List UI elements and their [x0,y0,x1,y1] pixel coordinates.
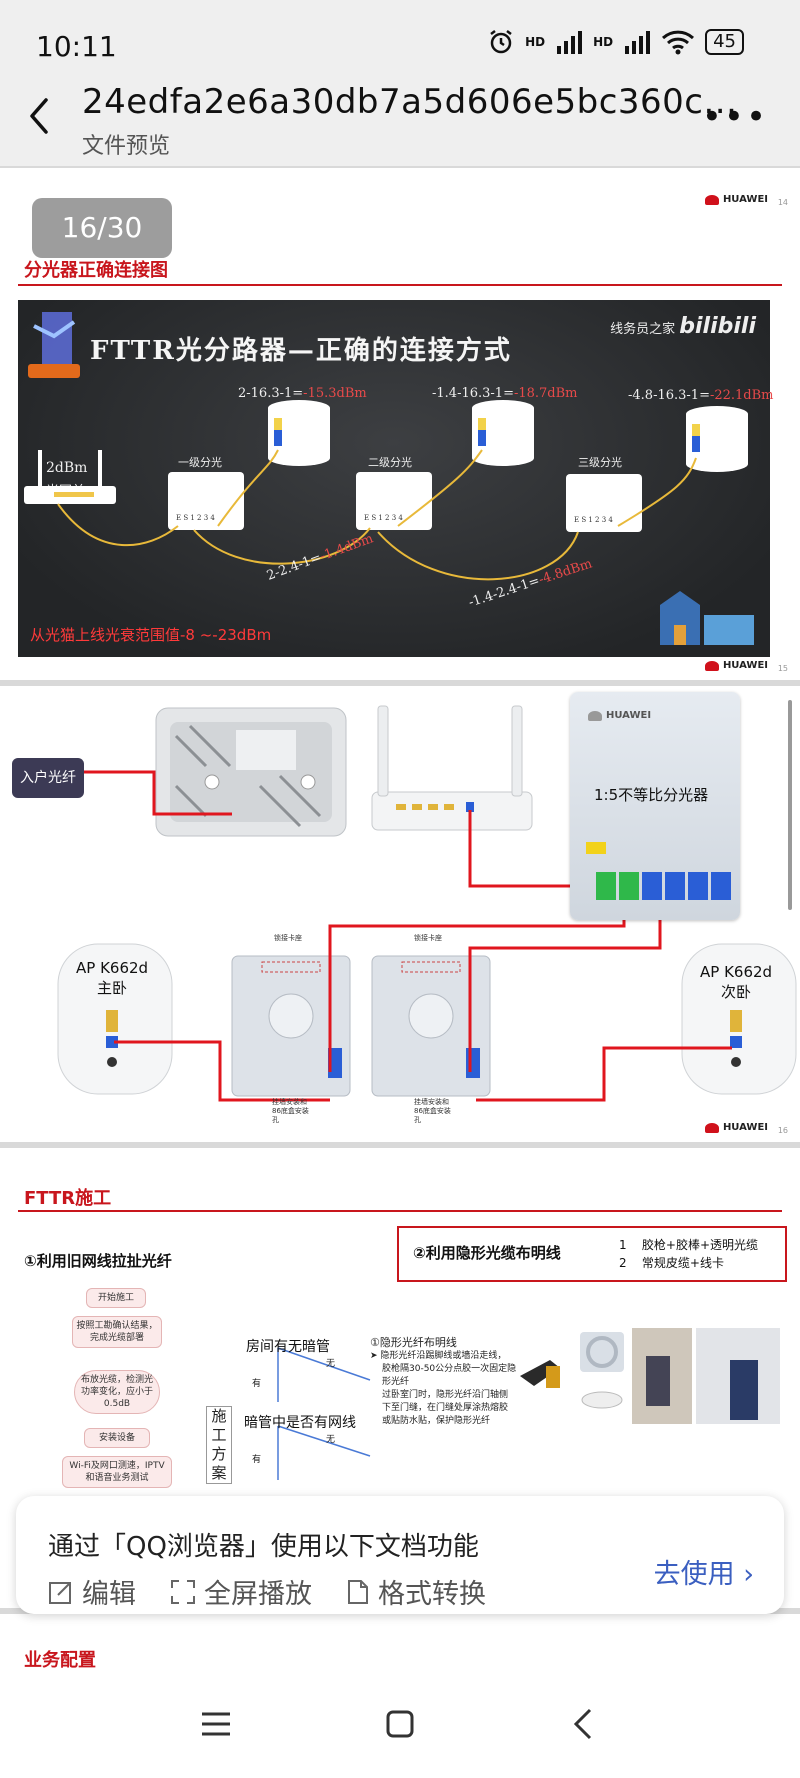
clip-label-2: 锁接卡座 [414,934,442,942]
power-equation-3: -4.8-16.3-1=-22.1dBm [628,388,774,403]
stealth-line: 过卧室门时，隐形光纤沿门轴侧 [382,1390,509,1400]
slide-page-number: 14 [777,198,788,207]
fiber-in-label: 入户光纤 [12,758,84,798]
stealth-line: 下至门缝，在门缝处厚涂热熔胶 [382,1403,509,1413]
power-equation-1: 2-16.3-1=-15.3dBm [238,386,367,401]
stealth-line: ➤ 隐形光纤沿踢脚线或墙沿走线， [370,1351,507,1361]
chalkboard-diagram: FTTR光分路器—正确的连接方式 线务员之家 bilibili 2-16.3-1… [18,300,774,657]
splitter-ports-3: E S 1 2 3 4 [574,516,613,524]
go-use-button[interactable]: 去使用 › [653,1559,754,1590]
status-time: 10:11 [36,30,117,63]
slide-business-config [0,1614,800,1674]
flow-step: 布放光缆，检测光功率变化，应小于0.5dB [74,1370,160,1414]
plan-vertical-label: 施工方案 [206,1406,232,1484]
brand-logo: HUAWEI [704,194,768,205]
answer-no: 无 [326,1359,336,1369]
flow-step: Wi-Fi及网口测速，IPTV和语音业务测试 [62,1456,172,1488]
system-nav-bar [0,1670,800,1778]
brand-logo: HUAWEI [588,710,651,721]
splitter-ports-2: E S 1 2 3 4 [364,514,403,522]
flow-step: 开始施工 [86,1288,146,1308]
slide-page-number: 15 [777,664,788,673]
stealth-line: 或贴防水贴，保护隐形光纤 [382,1416,491,1426]
splitter-ports-1: E S 1 2 3 4 [176,514,215,522]
brand-logo: HUAWEI [704,660,768,671]
board-note: 从光猫上线光衰范围值-8 ~-23dBm [30,626,272,644]
slide-page-number: 16 [777,1126,788,1135]
edit-action[interactable]: 编辑 [48,1572,136,1611]
nav-back-icon[interactable] [564,1704,604,1744]
brand-logo: HUAWEI [704,1122,768,1133]
board-title: FTTR光分路器—正确的连接方式 [90,336,512,366]
section-invisible-fiber: ②利用隐形光缆布明线 1 胶枪+胶棒+透明光缆 2 常规皮缆+线卡 [397,1226,787,1282]
slide-heading: FTTR施工 [24,1188,112,1209]
level3-label: 三级分光 [578,456,622,469]
level1-label: 一级分光 [178,456,222,469]
splitter-device: HUAWEI 1:5不等比分光器 [570,692,740,920]
hd-badge: HD [525,35,546,49]
page-indicator: 16/30 [32,198,172,258]
home-icon[interactable] [380,1704,420,1744]
gateway-power: 2dBm [46,460,88,476]
document-subtitle: 文件预览 [82,134,171,159]
flow-step: 安装设备 [84,1428,150,1448]
back-arrow-icon[interactable] [24,96,56,136]
answer-no: 无 [326,1435,336,1445]
plan-question-1: 房间有无暗管 [246,1339,330,1355]
status-icons: HD HD 45 [487,28,744,56]
chevron-right-icon: › [743,1559,754,1590]
studio-logo [28,312,80,378]
plan-question-2: 暗管中是否有网线 [244,1415,356,1431]
stealth-line: 形光纤 [382,1377,410,1387]
slide-heading: 分光器正确连接图 [24,260,168,281]
hd-badge: HD [593,35,614,49]
signal-icon [625,31,651,54]
document-title: 24edfa2e6a30db7a5d606e5bc360c... [82,82,738,122]
splitter-label: 1:5不等比分光器 [594,786,709,804]
menu-icon[interactable] [196,1704,236,1744]
answer-yes: 有 [252,1379,262,1389]
warning-sticker [586,842,606,854]
section-old-cable: ①利用旧网线拉扯光纤 [24,1252,172,1270]
promo-actions: 编辑 全屏播放 格式转换 [48,1572,486,1611]
chalkboard-drawing [24,400,748,581]
promo-title: 通过「QQ浏览器」使用以下文档功能 [48,1532,479,1562]
slide-heading: 业务配置 [24,1650,96,1671]
top-bar: 10:11 HD HD 45 24edfa2e6a30db7a5d606e5bc… [0,0,800,166]
power-equation-2: -1.4-16.3-1=-18.7dBm [432,386,578,401]
heading-divider [18,284,782,286]
wifi-icon [662,30,695,55]
signal-icon [557,31,583,54]
battery-indicator: 45 [705,29,744,55]
fullscreen-action[interactable]: 全屏播放 [170,1572,312,1611]
fullscreen-icon [171,1579,195,1604]
level2-label: 二级分光 [368,456,412,469]
studio-sticker [660,591,754,645]
qq-browser-promo: 通过「QQ浏览器」使用以下文档功能 编辑 全屏播放 格式转换 去使用 › [16,1496,784,1614]
stealth-title: ①隐形光纤布明线 [370,1336,457,1349]
document-icon [348,1579,368,1604]
stealth-line: 胶枪隔30-50公分点胶一次固定隐 [382,1364,517,1374]
tool-photos [520,1328,780,1424]
plan-arrows [277,1347,371,1480]
edit-icon [49,1581,71,1604]
answer-yes: 有 [252,1455,262,1465]
scrollbar[interactable] [788,700,792,910]
splitter-ports [596,872,731,900]
more-icon[interactable]: ••• [701,97,768,137]
channel-brand: 线务员之家 bilibili [610,314,756,339]
wiring-illustration [57,705,797,1102]
heading-divider [18,1210,782,1212]
flow-step: 按照工勘确认结果，完成光缆部署 [72,1316,162,1348]
clip-label-1: 锁接卡座 [274,934,302,942]
convert-action[interactable]: 格式转换 [346,1572,486,1611]
alarm-icon [490,30,512,54]
